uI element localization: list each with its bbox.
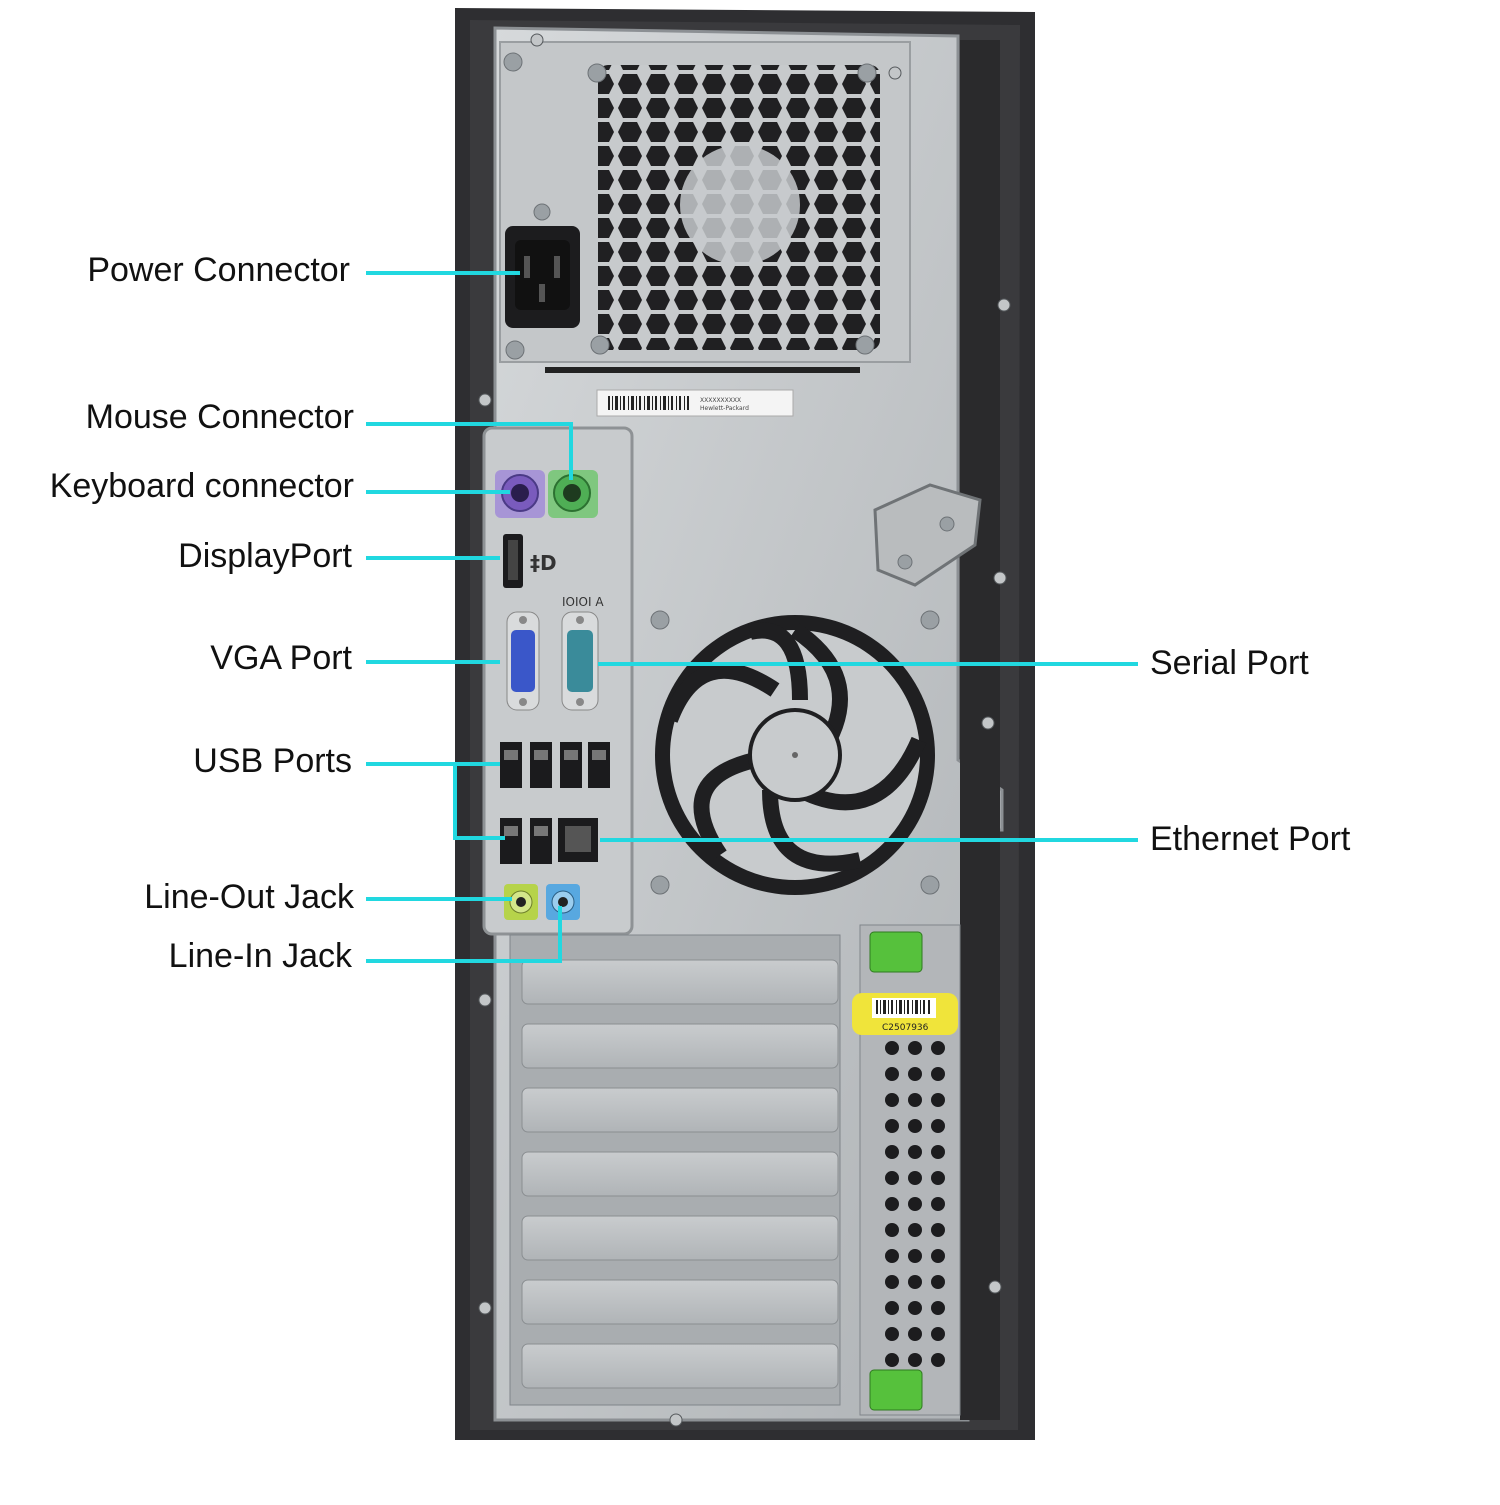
serial-icon: IOIOI A (561, 595, 604, 711)
vga-icon (506, 611, 540, 711)
ethernet-icon (558, 818, 598, 862)
psu-sticker: XXXXXXXXXX Hewlett-Packard (596, 389, 794, 417)
fan-icon (650, 610, 940, 895)
right-rail (960, 40, 1000, 1420)
green-latch-top (869, 931, 923, 973)
chassis-screws (478, 33, 1011, 1427)
label-line-out-jack: Line-Out Jack (14, 877, 354, 917)
label-serial-port: Serial Port (1150, 643, 1309, 683)
leader-line-in (366, 906, 562, 963)
label-mouse-connector: Mouse Connector (14, 397, 354, 437)
label-usb-ports: USB Ports (12, 741, 352, 781)
label-displayport: DisplayPort (12, 536, 352, 576)
label-displayport-text: DisplayPort (178, 537, 352, 575)
label-serial-port-text: Serial Port (1150, 644, 1309, 682)
label-line-out-jack-text: Line-Out Jack (144, 878, 354, 916)
label-vga-port-text: VGA Port (210, 639, 352, 677)
label-keyboard-connector-text: Keyboard connector (49, 467, 354, 505)
label-vga-port: VGA Port (12, 638, 352, 678)
label-power-connector-text: Power Connector (87, 251, 350, 289)
label-line-in-jack: Line-In Jack (12, 936, 352, 976)
label-usb-ports-text: USB Ports (193, 742, 352, 780)
padlock-loop (873, 483, 982, 587)
power-socket-icon (505, 226, 580, 328)
psu-sticker-line1: XXXXXXXXXX (700, 397, 741, 404)
displayport-icon: ‡D (503, 534, 557, 588)
label-keyboard-connector: Keyboard connector (14, 466, 354, 506)
expansion-slots (509, 934, 841, 1406)
io-shield: ‡D IOIOI A (482, 426, 634, 936)
leader-lines (366, 271, 1138, 963)
leader-mouse (366, 422, 573, 480)
ps2-keyboard-icon (495, 470, 545, 518)
label-ethernet-port-text: Ethernet Port (1150, 820, 1351, 858)
vent-area: C2507936 (852, 924, 961, 1416)
label-ethernet-port: Ethernet Port (1150, 819, 1350, 859)
ps2-mouse-icon (548, 470, 598, 518)
svg-text:IOIOI A: IOIOI A (562, 595, 604, 609)
psu-sticker-line2: Hewlett-Packard (700, 405, 749, 412)
asset-tag-sticker: C2507936 (852, 993, 958, 1035)
svg-text:‡D: ‡D (530, 551, 557, 575)
label-mouse-connector-text: Mouse Connector (85, 398, 354, 436)
label-line-in-jack-text: Line-In Jack (168, 937, 352, 975)
label-power-connector: Power Connector (10, 250, 350, 290)
psu-fan-grill (598, 65, 880, 350)
psu (499, 41, 911, 373)
usb-icon (500, 742, 610, 864)
audio-jack-icon (504, 884, 580, 920)
asset-tag-text: C2507936 (882, 1023, 929, 1033)
green-latch-bottom (869, 1369, 923, 1411)
leader-usb (366, 762, 505, 840)
